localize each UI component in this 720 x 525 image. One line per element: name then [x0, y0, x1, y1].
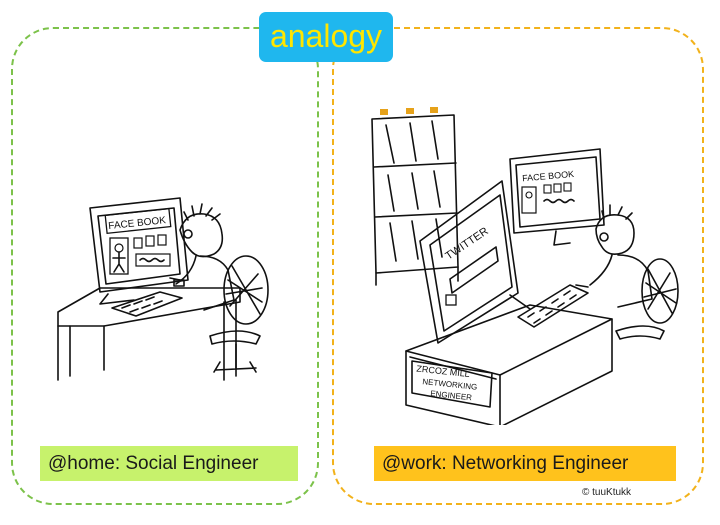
work-facebook-monitor — [509, 148, 605, 246]
home-caption-text: @home: Social Engineer — [48, 453, 259, 474]
work-caption: @work: Networking Engineer — [374, 446, 676, 481]
work-illustration: TWITTER FACE BOOK ZRCOZ MILL NETWORKING … — [371, 107, 679, 425]
title-badge: analogy — [259, 12, 393, 62]
credit-text: © tuuKtukk — [582, 487, 632, 498]
home-keyboard — [111, 279, 185, 317]
work-facebook-label: FACE BOOK — [522, 169, 575, 183]
home-chair — [209, 255, 269, 373]
desk-plate-line3: ENGINEER — [430, 389, 473, 402]
title-text: analogy — [269, 18, 383, 54]
home-panel-border — [11, 27, 319, 505]
work-panel-border — [332, 27, 704, 505]
home-illustration: FACE BOOK — [57, 197, 269, 381]
work-keyboard — [517, 284, 589, 328]
home-caption: @home: Social Engineer — [40, 446, 298, 481]
work-caption-text: @work: Networking Engineer — [382, 453, 629, 474]
work-facebook-screen: FACE BOOK — [521, 169, 575, 214]
desk-nameplate: ZRCOZ MILL NETWORKING ENGINEER — [411, 360, 493, 408]
home-facebook-screen: FACE BOOK — [104, 207, 172, 275]
rack-status-lights — [380, 107, 438, 115]
work-desk — [405, 304, 613, 425]
work-chair — [615, 258, 679, 363]
server-rack — [371, 114, 459, 286]
home-desk — [57, 287, 241, 381]
work-person — [575, 204, 653, 308]
work-twitter-screen: TWITTER — [443, 225, 499, 306]
